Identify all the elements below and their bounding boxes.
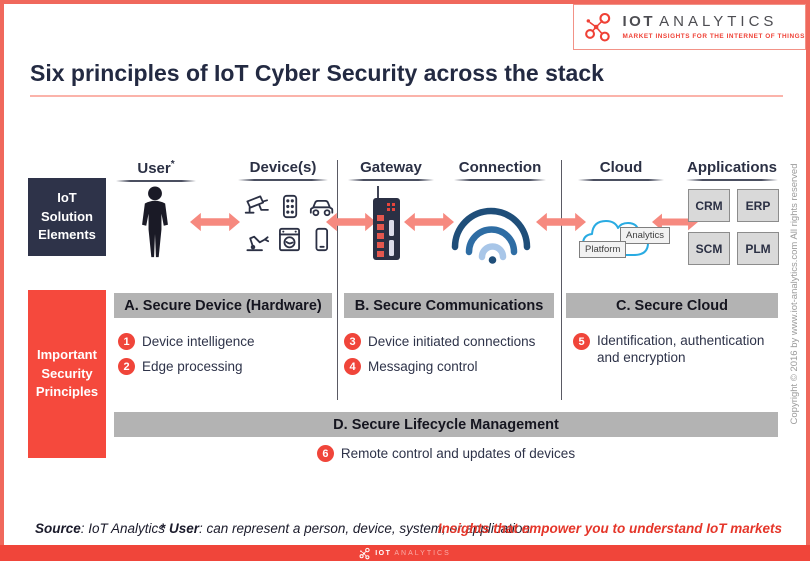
section-a-header: A. Secure Device (Hardware) [114, 293, 332, 318]
principle-item-6: 6 Remote control and updates of devices [316, 445, 576, 462]
number-badge: 4 [344, 358, 361, 375]
page-title: Six principles of IoT Cyber Security acr… [30, 60, 604, 86]
app-box-plm: PLM [737, 232, 779, 265]
principle-text: Remote control and updates of devices [340, 446, 576, 461]
section-b-header: B. Secure Communications [344, 293, 554, 318]
molecule-icon [585, 12, 611, 42]
column-label: Connection [458, 159, 542, 176]
footer-user-note: * User: can represent a person, device, … [160, 521, 530, 536]
section-c-header: C. Secure Cloud [566, 293, 778, 318]
header-underline [578, 179, 664, 181]
column-header-devices: Device(s) [238, 159, 328, 181]
footer-tagline: Insights that empower you to understand … [437, 521, 782, 536]
header-underline [348, 179, 434, 181]
gateway-icon [373, 186, 400, 260]
traffic-light-icon [282, 194, 298, 219]
principle-text: Device intelligence [142, 334, 255, 349]
device-icons-grid [244, 193, 335, 253]
washing-machine-icon [279, 227, 300, 252]
bottom-logo-bold: IOT [375, 549, 392, 557]
brand-name: IOT ANALYTICS [622, 12, 805, 31]
divider-line-devices-gateway [337, 160, 338, 400]
column-label: User [137, 160, 171, 177]
header-underline [238, 179, 328, 181]
column-header-applications: Applications [686, 159, 778, 181]
footer-source-label: Source [35, 521, 81, 536]
bottom-logo: IOT ANALYTICS [359, 547, 451, 560]
left-right-arrow-icon [190, 212, 240, 232]
robotic-arm-icon [246, 235, 270, 252]
copyright-text: Copyright © 2016 by www.iot-analytics.co… [789, 163, 800, 425]
header-underline [454, 179, 546, 181]
column-label: Gateway [360, 159, 422, 176]
header-underline [116, 180, 196, 182]
analytics-box: Analytics [620, 227, 671, 244]
column-header-connection: Connection [454, 159, 546, 181]
wifi-icon [451, 207, 531, 264]
footer-source-value: : IoT Analytics [80, 521, 166, 536]
brand-tagline: MARKET INSIGHTS FOR THE INTERNET OF THIN… [622, 33, 805, 41]
number-badge: 6 [316, 445, 334, 462]
left-right-arrow-icon [652, 213, 698, 231]
principle-item-5: 5 Identification, authentication and enc… [573, 333, 778, 366]
footer-source: Source: IoT Analytics [35, 521, 165, 536]
section-d-header: D. Secure Lifecycle Management [114, 412, 778, 437]
molecule-icon [359, 547, 370, 559]
number-badge: 5 [573, 333, 590, 350]
user-asterisk: * [170, 159, 175, 170]
principle-item-3: 3 Device initiated connections [344, 333, 535, 350]
column-label: Cloud [599, 159, 643, 176]
number-badge: 2 [118, 358, 135, 375]
title-underline [30, 95, 783, 97]
smartphone-icon [315, 227, 329, 252]
number-badge: 3 [344, 333, 361, 350]
app-box-crm: CRM [688, 189, 730, 222]
bottom-bar: IOT ANALYTICS [0, 545, 810, 561]
column-header-cloud: Cloud [578, 159, 664, 181]
brand-name-bold: IOT [622, 12, 655, 30]
cctv-camera-icon [244, 195, 269, 214]
platform-box: Platform [579, 241, 627, 258]
principle-item-2: 2 Edge processing [118, 358, 243, 375]
solution-elements-label: IoT Solution Elements [28, 178, 106, 256]
footer-user-label: * User [160, 521, 200, 536]
principle-text: Edge processing [142, 359, 243, 374]
principle-text: Identification, authentication and encry… [597, 333, 765, 365]
header-underline [686, 179, 778, 181]
left-right-arrow-icon [536, 212, 586, 232]
bottom-logo-light: ANALYTICS [394, 549, 451, 557]
app-box-erp: ERP [737, 189, 779, 222]
person-icon [142, 186, 168, 258]
left-right-arrow-icon [326, 212, 376, 232]
principle-text: Device initiated connections [368, 334, 536, 349]
column-header-gateway: Gateway [348, 159, 434, 181]
footer-user-value: : can represent a person, device, system… [199, 521, 530, 536]
brand-name-light: ANALYTICS [659, 12, 778, 30]
number-badge: 1 [118, 333, 135, 350]
column-header-user: User* [116, 159, 196, 182]
left-right-arrow-icon [404, 212, 454, 232]
brand-logo: IOT ANALYTICS MARKET INSIGHTS FOR THE IN… [573, 4, 806, 50]
car-icon [309, 199, 334, 217]
principle-item-1: 1 Device intelligence [118, 333, 255, 350]
application-boxes: CRM ERP SCM PLM [688, 189, 779, 265]
divider-line-connection-cloud [561, 160, 562, 400]
principle-text: Messaging control [368, 359, 478, 374]
security-principles-label: Important Security Principles [28, 290, 106, 458]
column-label: Applications [686, 159, 777, 176]
principle-item-4: 4 Messaging control [344, 358, 478, 375]
principle-item-6-row: 6 Remote control and updates of devices [114, 445, 778, 462]
column-label: Device(s) [249, 159, 317, 176]
app-box-scm: SCM [688, 232, 730, 265]
